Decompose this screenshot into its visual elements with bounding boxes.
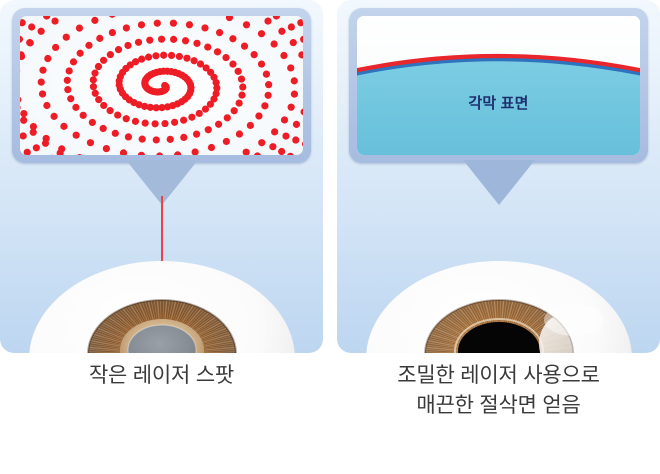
eye-illustration-clear [359,258,639,353]
callout-spiral-dots [12,8,311,205]
spiral-dot-pattern [20,16,303,155]
caption-left-line1: 작은 레이저 스팟 [88,364,235,387]
callout-cornea-surface: 각막 표면 [349,8,648,205]
cornea-surface-label: 각막 표면 [468,95,529,112]
caption-right-line2: 매끈한 절삭면 얻음 [416,394,581,417]
caption-right: 조밀한 레이저 사용으로 매끈한 절삭면 얻음 [337,361,660,421]
eye-illustration-hazy [22,258,302,353]
cornea-cross-section [357,16,640,155]
caption-right-line1: 조밀한 레이저 사용으로 [397,364,600,387]
panel-small-laser-spot [0,0,323,353]
callout-inner-surface [20,16,303,155]
panel-dense-laser-smooth: 각막 표면 [337,0,660,353]
laser-beam-line [160,196,163,292]
callout-tail-right [462,160,535,205]
caption-left: 작은 레이저 스팟 [0,361,323,391]
callout-inner-surface: 각막 표면 [357,16,640,155]
